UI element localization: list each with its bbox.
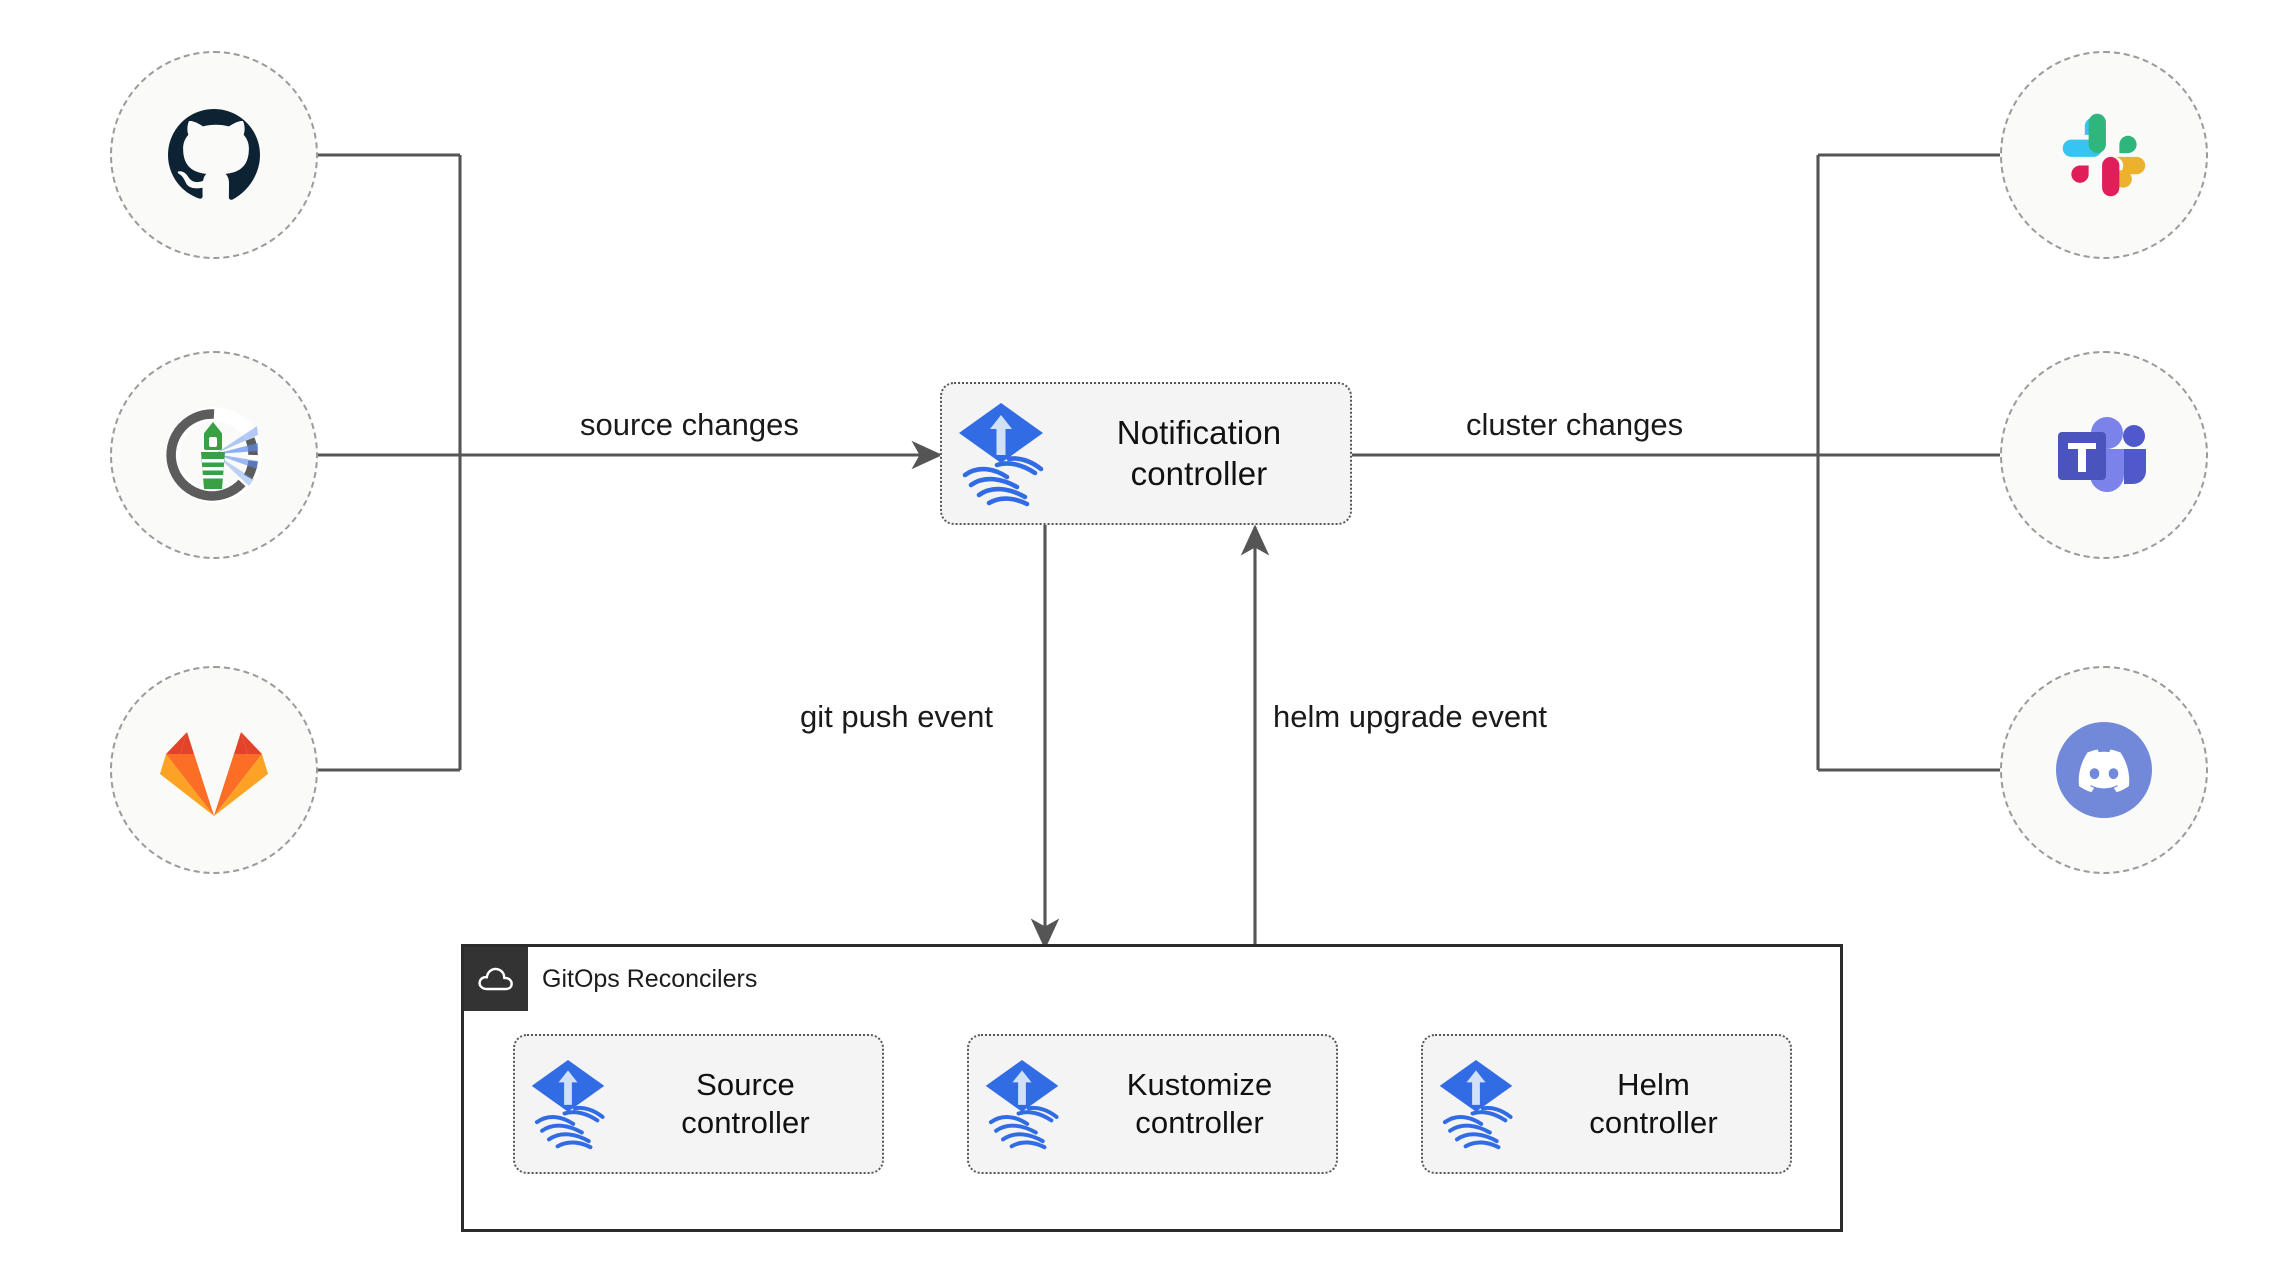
- source-node-github[interactable]: [110, 51, 318, 259]
- flux-icon: [515, 1054, 621, 1154]
- kustomize-controller-box[interactable]: Kustomize controller: [967, 1034, 1338, 1174]
- source-node-gitlab[interactable]: [110, 666, 318, 874]
- kustomize-controller-label: Kustomize controller: [1126, 1067, 1273, 1140]
- flux-icon: [969, 1054, 1075, 1154]
- edge-label-helm-upgrade-event: helm upgrade event: [1273, 699, 1548, 734]
- sink-node-discord[interactable]: [2000, 666, 2208, 874]
- edge-label-cluster-changes: cluster changes: [1466, 407, 1684, 442]
- edge-label-git-push-event: git push event: [800, 699, 994, 734]
- notification-controller-label: Notification controller: [1116, 414, 1282, 492]
- microsoft-teams-icon: [2052, 407, 2156, 503]
- sink-node-teams[interactable]: [2000, 351, 2208, 559]
- source-node-harbor[interactable]: [110, 351, 318, 559]
- flux-icon: [942, 399, 1060, 509]
- edge-label-source-changes: source changes: [580, 407, 799, 442]
- cloud-icon: [464, 947, 528, 1011]
- source-controller-label: Source controller: [681, 1067, 810, 1140]
- slack-icon: [2056, 107, 2152, 203]
- harbor-icon: [158, 399, 270, 511]
- flux-icon: [1423, 1054, 1529, 1154]
- sink-node-slack[interactable]: [2000, 51, 2208, 259]
- github-icon: [164, 105, 264, 205]
- gitops-reconcilers-title: GitOps Reconcilers: [542, 964, 758, 993]
- helm-controller-label: Helm controller: [1589, 1067, 1718, 1140]
- source-controller-box[interactable]: Source controller: [513, 1034, 884, 1174]
- gitlab-icon: [160, 720, 268, 820]
- helm-controller-box[interactable]: Helm controller: [1421, 1034, 1792, 1174]
- discord-icon: [2052, 718, 2156, 822]
- notification-controller-box[interactable]: Notification controller: [940, 382, 1352, 525]
